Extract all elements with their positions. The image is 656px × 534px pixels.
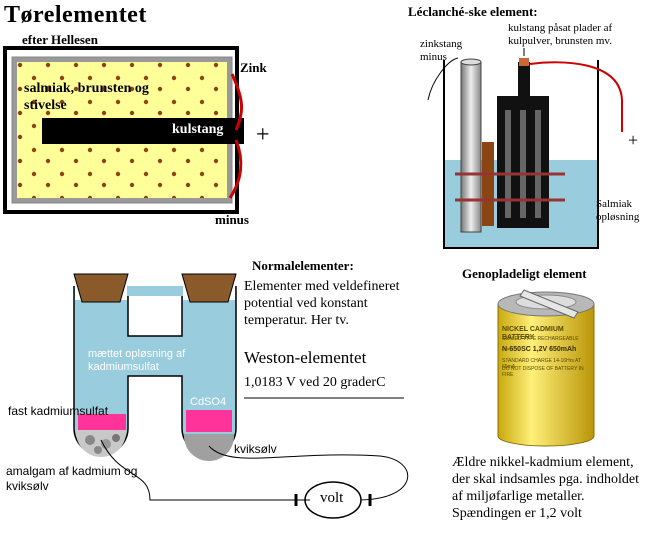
dry-cell-subtitle: efter Hellesen (22, 32, 98, 47)
left-cork (73, 273, 129, 303)
solid-label: fast kadmiumsulfat (8, 404, 109, 418)
brown-plate (482, 142, 494, 226)
rechargeable-title: Genopladeligt element (462, 266, 587, 281)
battery-model: N-650SC 1,2V 650mAh (502, 346, 577, 353)
zinc-pointer (427, 57, 459, 101)
mercury-label: kviksølv (234, 442, 277, 456)
battery-text-4: DO NOT DISPOSE OF BATTERY IN FIRE (502, 366, 584, 378)
amalgam-pool (76, 430, 126, 457)
zinc-rod (460, 61, 482, 233)
battery-tab (519, 289, 579, 319)
rechargeable-description: Ældre nikkel-kadmium element, der skal i… (452, 455, 640, 521)
dry-cell-rod-label: kulstang (172, 122, 224, 137)
right-cork (181, 273, 237, 303)
dry-cell-plus-label: + (256, 122, 270, 148)
battery-text-1: NICKEL CADMIUM BATTERY (502, 326, 564, 341)
normal-description: Elementer med veldefineret potential ved… (244, 279, 400, 328)
battery-photo (482, 289, 604, 450)
volt-label: volt (320, 490, 344, 506)
beaker (443, 60, 599, 249)
weston-title: Weston-elementet (244, 348, 367, 367)
left-crystals (78, 414, 126, 430)
battery-body (497, 303, 595, 447)
carbon-rod (42, 118, 244, 144)
dry-cell-fill-label: salmiak, brunsten og stivelse (24, 81, 149, 113)
leclanche-plus-wire (529, 61, 623, 132)
carbon-label: kulstang påsat plader af kulpulver, brun… (508, 22, 613, 47)
minus-wire (228, 139, 243, 199)
right-crystals (186, 410, 232, 432)
carbon-rod-top (518, 62, 530, 98)
leclanche-title: Léclanché-ske element: (408, 4, 538, 19)
battery-text-2: SEALED TYPE RECHARGEABLE (502, 336, 579, 342)
right-lead-wire (208, 445, 409, 501)
cdso4-label: CdSO4 (190, 396, 227, 408)
solution-label: Salmiak opløsning (596, 198, 640, 223)
battery-text-3: STANDARD CHARGE 14-16Hrs AT 65mA (502, 358, 581, 370)
mercury-pool (184, 434, 234, 461)
normal-title: Normalelementer: (252, 258, 354, 273)
dry-cell-diagram (3, 46, 244, 214)
zinc-rod-label: zinkstang minus (420, 38, 463, 63)
zink-wire (230, 73, 243, 131)
dry-cell-zinc-label: Zink (240, 60, 267, 75)
leclanche-plus-label: + (628, 130, 639, 150)
leclanche-diagram (427, 48, 623, 249)
dry-cell-minus-label: minus (215, 212, 249, 227)
weston-cell-diagram (73, 273, 409, 519)
weston-value: 1,0183 V ved 20 graderC (244, 375, 386, 390)
amalgam-label: amalgam af kadmium og kviksølv (6, 464, 138, 493)
saturated-label: mættet opløsning af kadmiumsulfat (88, 348, 186, 373)
left-lead-wire (100, 439, 330, 501)
page-title: Tørelementet (4, 2, 147, 28)
